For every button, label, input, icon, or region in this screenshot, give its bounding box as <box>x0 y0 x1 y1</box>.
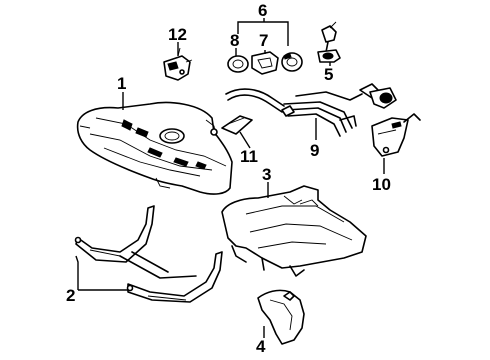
leader-11 <box>239 131 251 149</box>
leader-lines <box>75 18 385 338</box>
retainer-ring <box>281 52 303 72</box>
callout-11: 11 <box>240 147 258 166</box>
lock-ring <box>227 55 249 73</box>
gasket <box>251 51 279 75</box>
shield-cover <box>257 289 305 345</box>
fuel-tank <box>76 101 233 195</box>
callout-3: 3 <box>262 165 271 184</box>
callout-9: 9 <box>310 141 319 160</box>
filler-housing <box>371 113 421 157</box>
leader-6 <box>237 18 289 46</box>
callout-5: 5 <box>324 65 333 84</box>
callout-labels: 1 2 3 4 5 6 7 8 9 10 11 12 <box>66 1 391 356</box>
callout-12: 12 <box>168 25 187 44</box>
callout-8: 8 <box>230 31 239 50</box>
tank-straps <box>74 205 223 303</box>
callout-7: 7 <box>259 31 268 50</box>
callout-2: 2 <box>66 286 75 305</box>
callout-6: 6 <box>258 1 267 20</box>
callout-1: 1 <box>117 74 126 93</box>
leader-2 <box>75 255 128 291</box>
filler-pipe <box>281 83 397 137</box>
fuel-sender <box>317 21 341 63</box>
heat-shield <box>221 185 367 277</box>
filler-hose <box>221 88 285 135</box>
callout-10: 10 <box>372 175 391 194</box>
callout-4: 4 <box>256 337 266 356</box>
seal-rings <box>227 51 303 75</box>
